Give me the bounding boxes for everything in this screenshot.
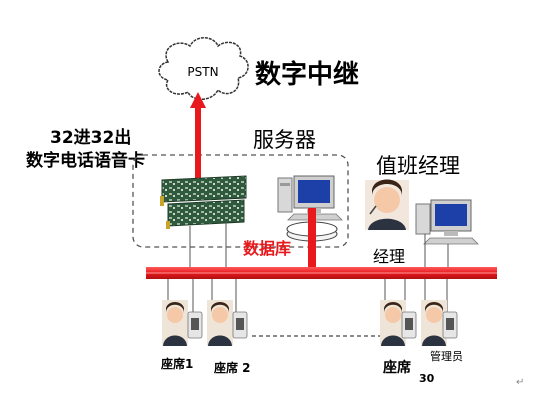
manager-label: 经理 <box>373 247 405 266</box>
manager-computer-icon <box>415 199 479 245</box>
digital-relay-title: 数字中继 <box>255 59 359 90</box>
card-label-line2: 数字电话语音卡 <box>26 150 145 171</box>
voice-card-icon <box>160 175 247 229</box>
seat-1-label: 座席1 <box>160 356 193 371</box>
pstn-label: PSTN <box>187 65 218 79</box>
seat-30-number: 30 <box>419 372 435 385</box>
server-link <box>308 208 316 268</box>
trunk-line <box>195 106 201 182</box>
database-label: 数据库 <box>243 239 291 258</box>
server-group-box <box>132 154 349 248</box>
admin-label: 管理员 <box>430 349 463 363</box>
pstn-cloud: PSTN <box>158 37 249 100</box>
paragraph-return-mark: ↵ <box>516 377 524 388</box>
admin-icon <box>421 300 458 346</box>
server-label: 服务器 <box>253 128 316 152</box>
seat-1-icon <box>162 300 203 346</box>
seat-2-icon <box>207 300 248 346</box>
card-label-line1: 32进32出 <box>50 127 131 148</box>
trunk-arrow <box>190 92 206 108</box>
seat-2-label: 座席 2 <box>213 360 251 375</box>
seat-30-icon <box>380 300 417 346</box>
manager-avatar <box>365 179 409 230</box>
duty-manager-label: 值班经理 <box>376 154 460 178</box>
seat-30-label: 座席 <box>383 359 411 376</box>
